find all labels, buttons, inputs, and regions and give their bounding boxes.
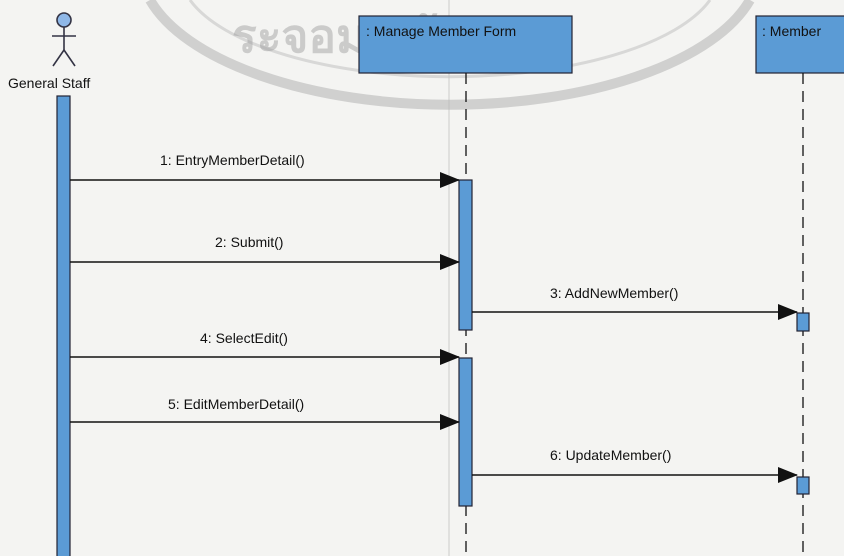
message-label: 4: SelectEdit()	[200, 330, 288, 346]
member-activation-bar-2	[796, 476, 810, 495]
lifeline-manage-member-form: : Manage Member Form	[358, 15, 573, 556]
message-label: 1: EntryMemberDetail()	[160, 152, 305, 168]
message-label: 5: EditMemberDetail()	[168, 396, 304, 412]
actor-label: General Staff	[8, 75, 90, 91]
form-activation-bar-1	[458, 179, 473, 331]
lifeline-label: : Manage Member Form	[366, 23, 516, 39]
stick-figure-actor-icon	[52, 12, 76, 67]
message-label: 6: UpdateMember()	[550, 447, 671, 463]
message-label: 3: AddNewMember()	[550, 285, 678, 301]
message-5: 5: EditMemberDetail()	[70, 396, 460, 430]
message-label: 2: Submit()	[215, 234, 283, 250]
form-activation-bar-2	[458, 357, 473, 507]
lifeline-box	[358, 15, 573, 74]
lifeline-label: : Member	[762, 23, 821, 39]
lifeline-box	[755, 15, 844, 74]
message-6: 6: UpdateMember()	[472, 447, 798, 483]
message-1: 1: EntryMemberDetail()	[70, 152, 460, 188]
message-4: 4: SelectEdit()	[70, 330, 460, 365]
message-2: 2: Submit()	[70, 234, 460, 270]
message-3: 3: AddNewMember()	[472, 285, 798, 320]
actor-activation-bar	[56, 95, 71, 556]
actor-general-staff: General Staff	[8, 12, 90, 91]
member-activation-bar-1	[796, 312, 810, 332]
